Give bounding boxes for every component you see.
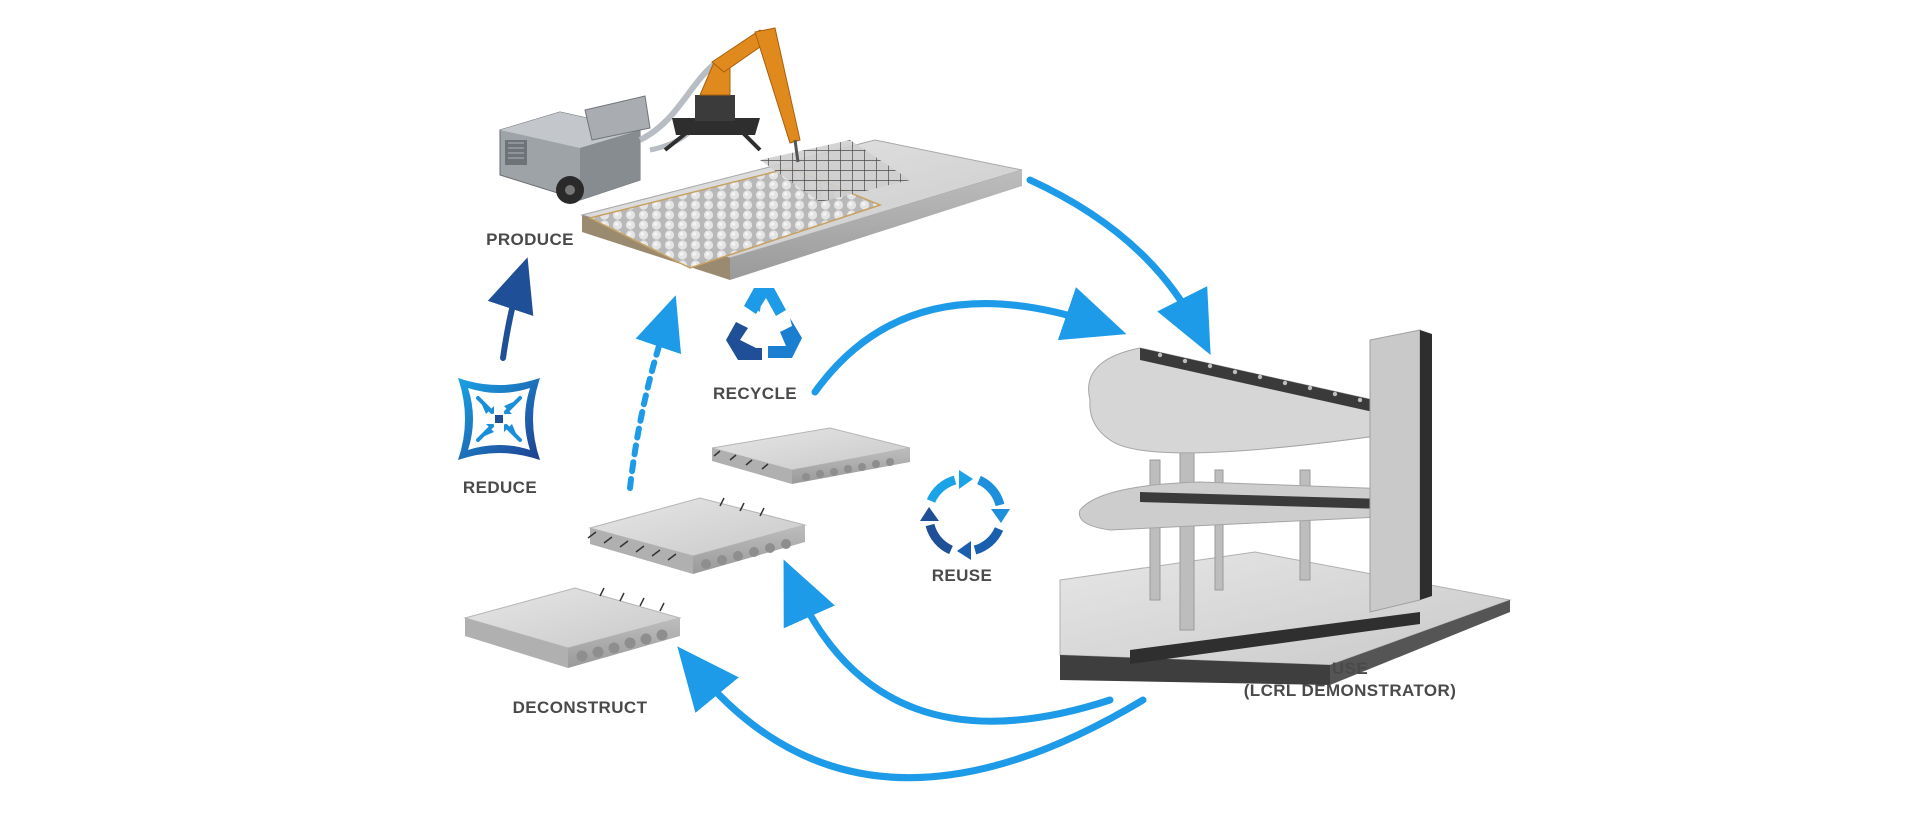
concrete-pump: [499, 95, 651, 204]
arrow-deconstruct-to-produce-dotted: [627, 295, 682, 491]
label-deconstruct-text: DECONSTRUCT: [512, 698, 648, 717]
deconstructed-slabs: [463, 427, 911, 668]
label-reuse-text: REUSE: [931, 566, 993, 585]
cycle-arrows: [487, 176, 1211, 782]
production-scene: [499, 27, 1023, 280]
label-use-line1: USE: [1331, 659, 1369, 678]
arrow-recycle-to-use: [811, 287, 1127, 396]
label-reduce-text: REDUCE: [462, 478, 538, 497]
arrow-produce-to-use: [1026, 176, 1211, 355]
label-use-line2: (LCRL DEMONSTRATOR): [1243, 681, 1457, 700]
arrow-use-to-reuse: [783, 559, 1114, 725]
recycle-icon: [726, 288, 802, 360]
label-produce-text: PRODUCE: [486, 230, 574, 249]
reduce-arrows-icon: [458, 378, 540, 460]
label-produce: PRODUCE: [440, 229, 620, 251]
hollowcore-slab-1: [711, 427, 911, 484]
label-reduce: REDUCE: [410, 477, 590, 499]
perforated-beam-middle: [1140, 492, 1420, 510]
hollowcore-slab-3: [463, 587, 682, 668]
label-recycle: RECYCLE: [665, 383, 845, 405]
label-recycle-text: RECYCLE: [712, 384, 798, 403]
reuse-cycle-icon: [920, 470, 1010, 560]
hollowcore-slab-2: [587, 497, 807, 574]
robotic-arm: [663, 27, 801, 163]
arrow-reduce-to-produce: [487, 257, 534, 361]
label-deconstruct: DECONSTRUCT: [480, 697, 680, 719]
arrow-use-to-deconstruct: [677, 646, 1147, 782]
label-use: USE (LCRL DEMONSTRATOR): [1220, 658, 1480, 702]
perforated-beam-base: [1130, 612, 1420, 664]
demonstrator-building: [1059, 329, 1512, 685]
label-reuse: REUSE: [872, 565, 1052, 587]
